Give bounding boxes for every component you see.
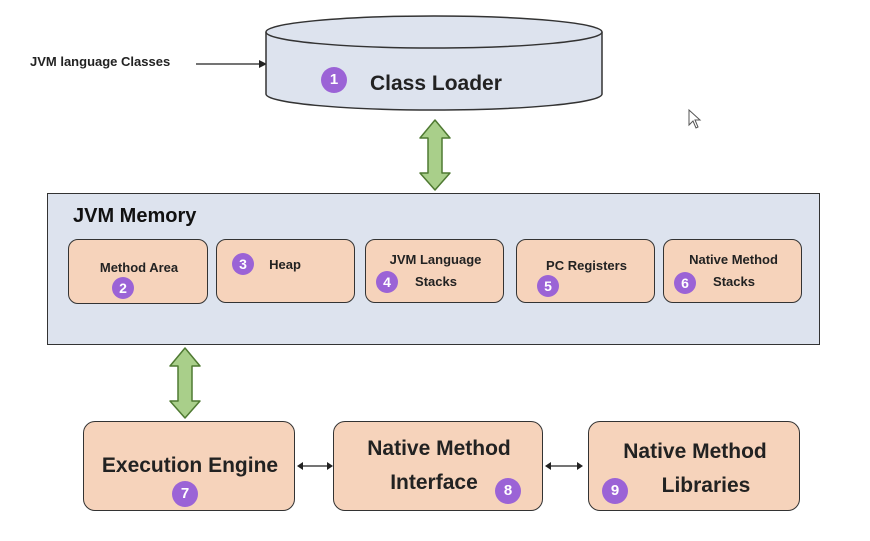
memory-engine-double-arrow — [169, 347, 201, 419]
heap-label: Heap — [269, 257, 301, 272]
native-method-interface-line2: Interface — [390, 471, 478, 494]
native-method-stacks-box: Native Method 6 Stacks — [663, 239, 802, 303]
native-method-interface-badge: 8 — [495, 478, 521, 504]
input-arrow-head — [259, 60, 267, 68]
class-loader-label: Class Loader — [370, 72, 502, 95]
native-method-stacks-line2: Stacks — [713, 274, 755, 289]
method-area-badge: 2 — [112, 277, 134, 299]
heap-box: 3 Heap — [216, 239, 355, 303]
native-method-stacks-line1: Native Method — [689, 252, 778, 267]
native-method-interface-box: Native Method Interface 8 — [333, 421, 543, 511]
jvm-language-stacks-line2: Stacks — [415, 274, 457, 289]
pc-registers-badge: 5 — [537, 275, 559, 297]
input-label: JVM language Classes — [30, 54, 171, 69]
execution-engine-box: Execution Engine 7 — [83, 421, 295, 511]
interface-libraries-arrow — [545, 462, 583, 470]
execution-engine-badge: 7 — [172, 481, 198, 507]
heap-badge: 3 — [232, 253, 254, 275]
native-method-libraries-line1: Native Method — [623, 440, 767, 463]
engine-interface-arrow — [297, 462, 333, 470]
loader-memory-double-arrow — [419, 119, 451, 191]
native-method-interface-line1: Native Method — [367, 437, 511, 460]
native-method-libraries-line2: Libraries — [661, 474, 751, 497]
method-area-label: Method Area — [99, 260, 179, 275]
jvm-memory-title: JVM Memory — [73, 205, 197, 227]
native-method-libraries-box: Native Method 9 Libraries — [588, 421, 800, 511]
pc-registers-label: PC Registers — [546, 258, 627, 273]
native-method-stacks-badge: 6 — [674, 272, 696, 294]
jvm-language-stacks-line1: JVM Language — [389, 252, 482, 267]
native-method-libraries-badge: 9 — [602, 478, 628, 504]
execution-engine-label: Execution Engine — [101, 454, 279, 477]
jvm-language-stacks-badge: 4 — [376, 271, 398, 293]
pc-registers-box: PC Registers 5 — [516, 239, 655, 303]
method-area-box: Method Area 2 — [68, 239, 208, 304]
class-loader-badge: 1 — [321, 67, 347, 93]
jvm-language-stacks-box: JVM Language 4 Stacks — [365, 239, 504, 303]
mouse-cursor-icon — [688, 108, 702, 129]
class-loader-cylinder — [265, 15, 603, 111]
